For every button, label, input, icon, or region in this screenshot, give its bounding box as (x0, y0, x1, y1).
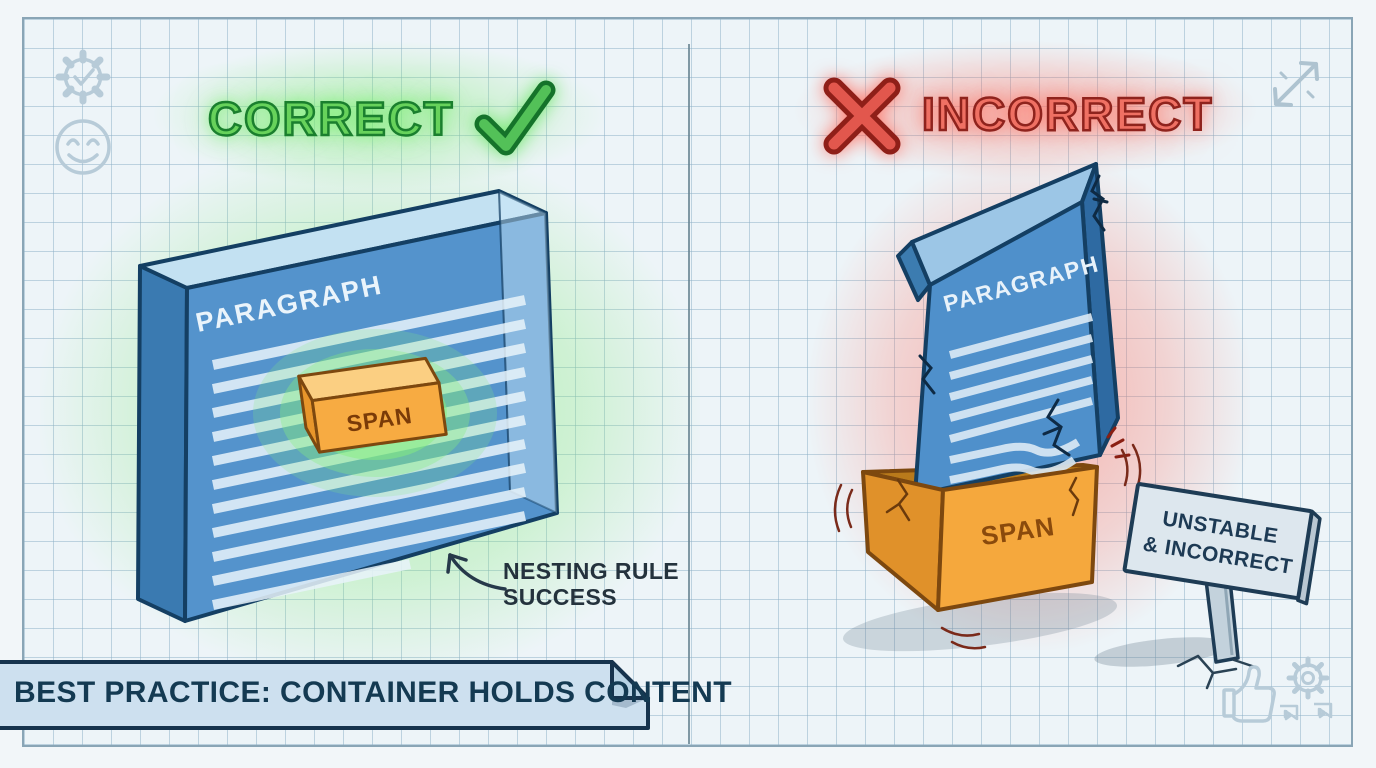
folded-corner (610, 660, 650, 700)
incorrect-heading: INCORRECT (818, 70, 1213, 158)
paragraph-text-lines-right (948, 313, 1094, 484)
badge-check-icon (55, 49, 111, 105)
x-mark-icon (823, 77, 901, 155)
checkmark-icon (474, 80, 556, 156)
impact-marks (1106, 426, 1131, 459)
best-practice-banner (0, 660, 650, 730)
resize-arrows-icon (1273, 61, 1319, 107)
incorrect-label: INCORRECT (921, 87, 1214, 142)
sign-board: UNSTABLE & INCORRECT (1122, 482, 1322, 606)
sign-post-edge (1223, 582, 1234, 656)
smiley-icon (55, 119, 111, 175)
cracks-orange (885, 476, 1080, 522)
correct-heading: CORRECT (207, 74, 558, 162)
shake-lines (833, 443, 1142, 650)
cracks-blue (918, 174, 1109, 457)
ribbon-icon (1280, 702, 1333, 721)
thumbs-up-icon (1222, 665, 1276, 723)
banner-label: BEST PRACTICE: CONTAINER HOLDS CONTENT (14, 676, 732, 709)
annotation-text: NESTING RULE SUCCESS (503, 558, 680, 611)
span-box-right: SPAN (861, 465, 1099, 612)
gear-ribbon-icon (1280, 656, 1333, 721)
paragraph-box-right: PARAGRAPH (896, 162, 1131, 497)
span-box-left: SPAN (297, 356, 448, 454)
sign-shadow (1094, 637, 1230, 667)
incorrect-nesting-illustration: PARAGRAPH (833, 162, 1322, 690)
correct-nesting-illustration: PARAGRAPH SPAN (136, 189, 559, 623)
panel-divider (688, 44, 690, 744)
correct-label: CORRECT (207, 90, 455, 146)
box-shadow (842, 592, 1118, 652)
annotation-arrow (446, 553, 507, 591)
fold-shadow (612, 698, 648, 708)
